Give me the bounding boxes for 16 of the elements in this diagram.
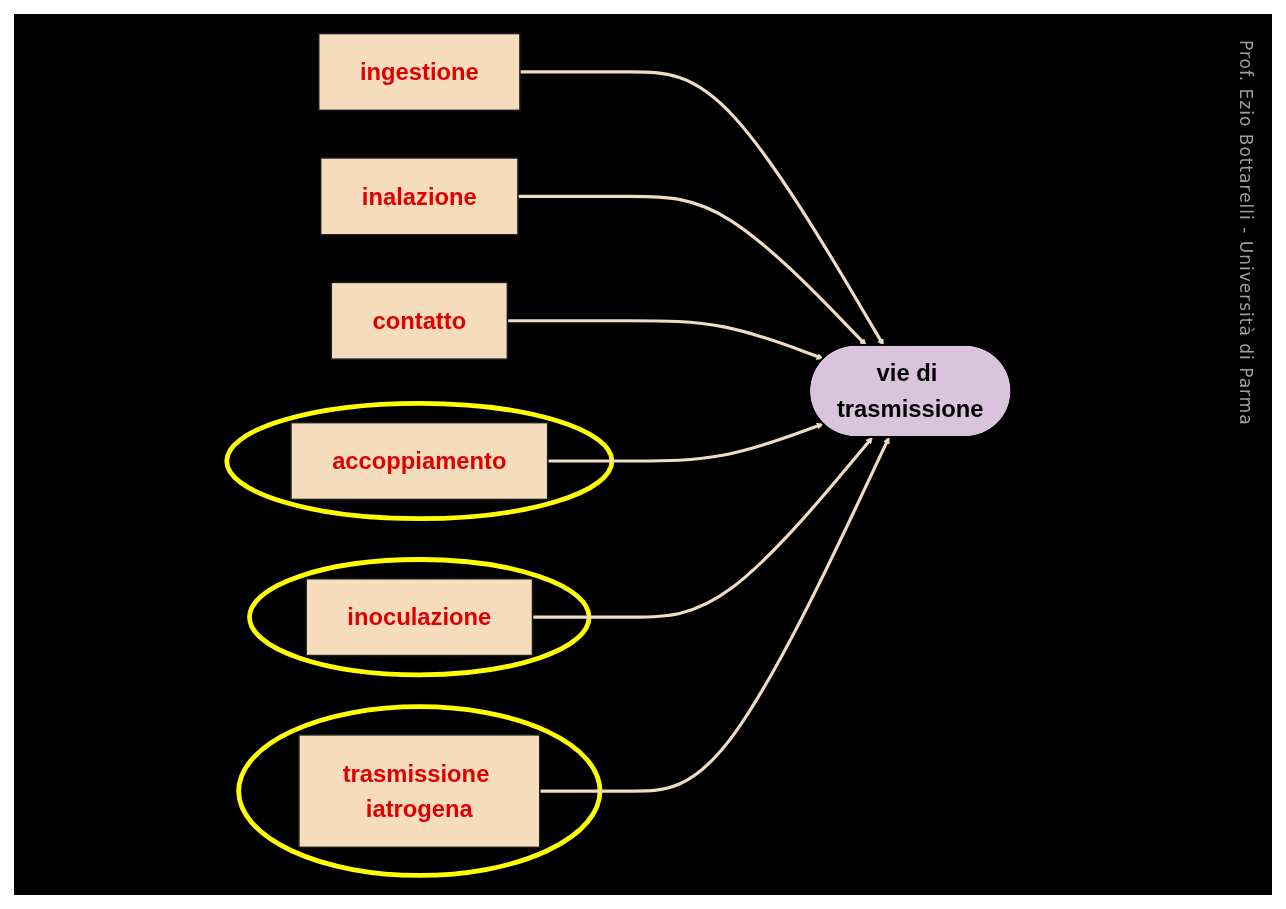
- arrow: [539, 436, 890, 793]
- node-box: accoppiamento: [290, 421, 549, 501]
- node-box: trasmissione iatrogena: [298, 734, 541, 849]
- cluster: [236, 704, 603, 878]
- credit-text: Prof. Ezio Bottarelli - Università di Parma: [1236, 40, 1256, 426]
- arrow: [507, 319, 824, 360]
- node-box: ingestione: [317, 32, 521, 112]
- arrow: [520, 70, 884, 346]
- node-box: inalazione: [319, 157, 519, 236]
- node-box: contatto: [330, 281, 509, 360]
- arrow: [547, 422, 824, 463]
- arrow: [518, 194, 867, 346]
- cluster: [247, 557, 592, 678]
- arrow: [532, 436, 873, 619]
- cluster: [224, 401, 615, 522]
- node-box: inoculazione: [305, 577, 534, 657]
